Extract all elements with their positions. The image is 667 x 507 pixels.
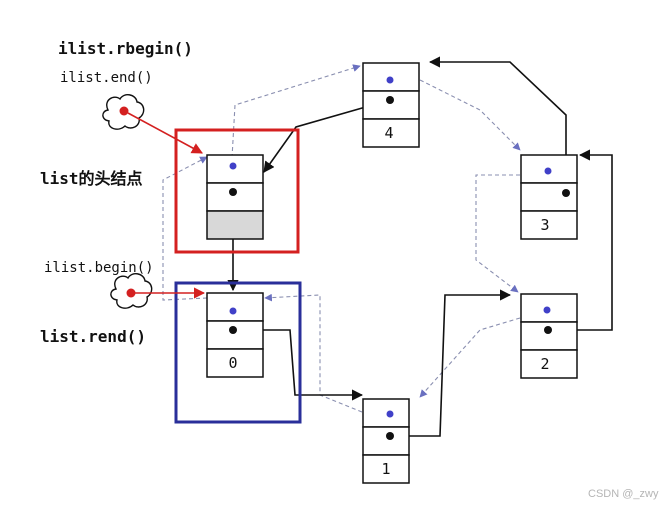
node-0-prev-cell [206,292,264,322]
node-4-next-cell [362,90,420,120]
prev-pointer-head-to-4 [231,64,361,159]
node-3-prev-dot [544,167,552,175]
head-node-empty-value-cell [206,210,264,240]
head-node-next-cell [206,182,264,212]
next-pointers [227,56,613,437]
begin-label: ilist.begin() [44,260,154,276]
node-4-prev-dot [386,76,394,84]
begin-node-frame [174,281,302,424]
node-2-next-dot [544,326,552,334]
rbegin-label: ilist.rbegin() [58,39,193,58]
node-3-next-dot [562,189,570,197]
head-node-next-dot [229,188,237,196]
node-3-next-cell [520,182,578,212]
prev-pointers [162,64,521,413]
prev-pointer-0-to-head [162,156,208,301]
node-3-value: 3 [540,216,549,234]
node-1-prev-cell [362,398,410,428]
prev-pointer-3-to-2 [475,174,520,293]
node-1: 1 [362,398,410,484]
next-pointer-1-to-2 [390,289,512,437]
node-2-value-cell [520,349,578,379]
begin-iterator-handle [110,273,206,309]
node-2-value: 2 [540,355,549,373]
node-0-next-dot [229,326,237,334]
node-1-next-dot [386,432,394,440]
head-node [206,154,264,240]
next-pointer-2-to-3 [548,149,613,331]
node-1-value-cell [362,454,410,484]
next-pointer-4-to-head [263,99,391,173]
head-node-frame [174,128,300,254]
head-node-prev-cell [206,154,264,184]
end-iterator-dot [119,106,129,116]
next-pointer-3-to-4 [428,56,567,193]
node-0: 0 [206,292,264,378]
node-1-value: 1 [381,460,390,478]
node-3-value-cell [520,210,578,240]
node-3: 3 [520,154,578,240]
node-0-value: 0 [228,354,237,372]
node-1-prev-dot [386,410,394,418]
begin-iterator-dot [126,288,136,298]
end-iterator-handle [102,94,203,154]
end-label: ilist.end() [60,70,153,86]
prev-pointer-4-to-3 [419,79,521,151]
node-1-next-cell [362,426,410,456]
head-node-prev-dot [229,162,237,170]
watermark: CSDN @_zwy [588,488,659,500]
node-2-prev-dot [543,306,551,314]
node-4-value-cell [362,118,420,148]
node-4-value: 4 [384,124,393,142]
node-0-prev-dot [229,307,237,315]
head-node-label: list的头结点 [40,169,143,188]
node-0-next-cell [206,320,264,350]
node-0-value-cell [206,348,264,378]
node-4: 4 [362,62,420,148]
prev-pointer-1-to-0 [264,293,363,413]
prev-pointer-2-to-1 [419,317,521,398]
rend-label: list.rend() [40,327,146,346]
end-iterator-arrow [127,112,203,154]
node-4-next-dot [386,96,394,104]
node-2: 2 [520,293,578,379]
